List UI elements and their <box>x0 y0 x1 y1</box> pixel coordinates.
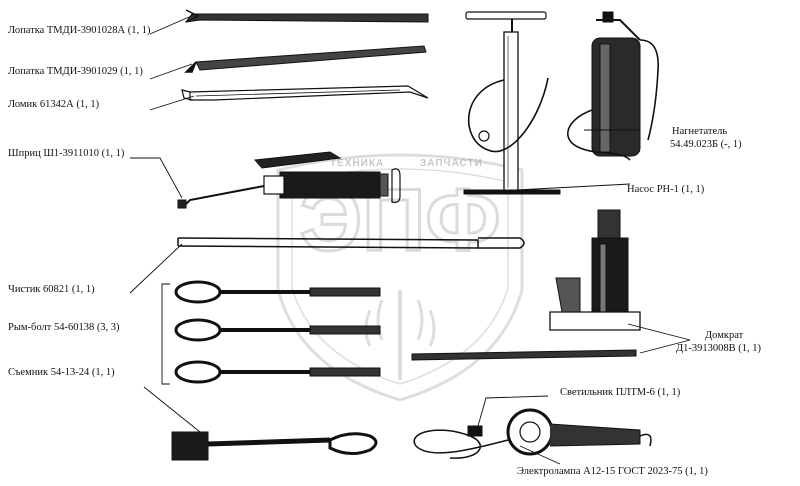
lopatka-a-drawing <box>184 9 429 23</box>
semnik-drawing <box>171 431 378 461</box>
domkrat-drawing <box>411 209 641 361</box>
label-semnik: Съемник 54-13-24 (1, 1) <box>8 367 115 378</box>
nagnetatel-drawing <box>567 11 659 161</box>
rym-bolt-drawings <box>174 280 381 384</box>
label-rym-bolt: Рым-болт 54-60138 (3, 3) <box>8 322 120 333</box>
label-lomik: Ломик 61342А (1, 1) <box>8 99 100 110</box>
label-domkrat-1: Домкрат <box>705 330 744 341</box>
watermark-text-1: ТЕХНИКА <box>330 158 385 169</box>
label-lopatka-a: Лопатка ТМДИ-3901028А (1, 1) <box>8 25 151 36</box>
lopatka-drawing <box>184 45 427 73</box>
watermark-text-2: ЗАПЧАСТИ <box>420 158 483 169</box>
label-nasos: Насос РН-1 (1, 1) <box>627 184 705 195</box>
label-chistik: Чистик 60821 (1, 1) <box>8 284 95 295</box>
svetilnik-drawing <box>413 408 652 459</box>
leader-lines <box>129 13 691 465</box>
label-lopatka: Лопатка ТМДИ-3901029 (1, 1) <box>8 66 143 77</box>
label-shpric: Шприц Ш1-3911010 (1, 1) <box>8 148 125 159</box>
label-elektrolampa: Электролампа А12-15 ГОСТ 2023-75 (1, 1) <box>517 466 708 477</box>
label-nagnetatel-1: Нагнетатель <box>672 126 728 137</box>
nasos-drawing <box>463 11 561 195</box>
label-nagnetatel-2: 54.49.023Б (-, 1) <box>670 139 742 150</box>
lomik-drawing <box>181 85 429 101</box>
shpric-drawing <box>177 151 401 209</box>
chistik-drawing <box>177 237 525 249</box>
label-domkrat-2: Д1-3913008В (1, 1) <box>676 343 762 354</box>
label-svetilnik: Светильник ПЛТМ-6 (1, 1) <box>560 387 681 398</box>
